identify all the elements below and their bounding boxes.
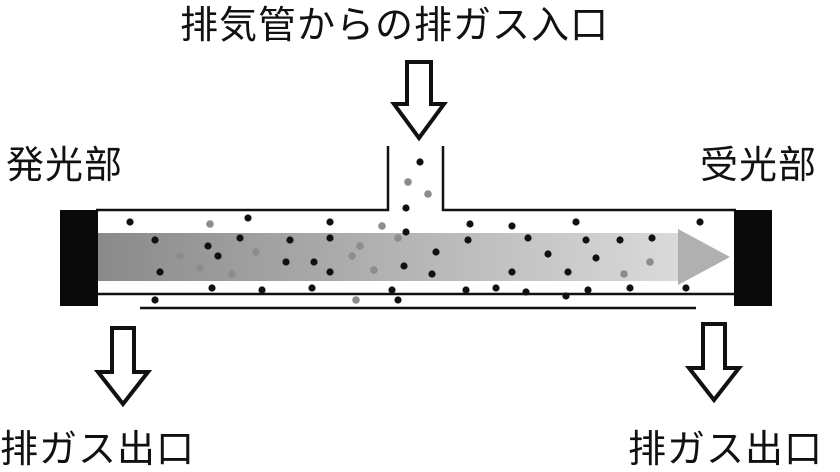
particle-dark [126,218,134,226]
particle-dark [326,268,334,276]
receiver-block [734,210,772,306]
particle-dark [388,286,396,294]
particle-dark [282,258,290,266]
particle-dark [466,220,474,228]
particle-gray [620,270,628,278]
soot-particles [126,158,704,304]
emitter-label: 発光部 [6,143,124,187]
particle-dark [416,158,424,166]
particle-dark [156,268,164,276]
particle-dark [616,236,624,244]
light-beam [98,229,730,285]
particle-dark [214,252,222,260]
particle-dark [236,234,244,242]
particle-dark [584,286,592,294]
particle-gray [394,234,402,242]
particle-dark [522,288,530,296]
particle-dark [400,262,408,270]
particle-dark [626,284,634,292]
particle-gray [378,222,386,230]
emitter-block [60,210,98,306]
particle-dark [524,234,532,242]
particle-dark [428,270,436,278]
particle-dark [544,250,552,258]
particle-gray [176,252,184,260]
exhaust-outlet-left-label: 排ガス出口 [0,427,196,471]
particle-dark [696,218,704,226]
particle-dark [592,254,600,262]
particle-dark [582,236,590,244]
particle-dark [244,214,252,222]
particle-dark [682,284,690,292]
exhaust-inlet-label: 排気管からの排ガス入口 [180,3,610,47]
particle-gray [348,252,356,260]
outlet-right-arrow-icon [684,322,744,404]
particle-dark [286,236,294,244]
particle-gray [206,220,214,228]
particle-dark [258,286,266,294]
particle-dark [326,234,334,242]
exhaust-outlet-right-label: 排ガス出口 [628,427,824,471]
inlet-arrow-icon [390,60,448,142]
particle-dark [310,258,318,266]
particle-dark [308,284,316,292]
particle-dark [508,222,516,230]
particle-gray [352,296,360,304]
particle-gray [424,190,432,198]
particle-dark [394,296,402,304]
particle-gray [356,242,364,250]
measurement-chamber [96,146,736,310]
particle-dark [572,218,580,226]
particle-dark [432,248,440,256]
particle-gray [196,264,204,272]
particle-dark [492,284,500,292]
particle-dark [208,284,216,292]
particle-gray [646,258,654,266]
particle-gray [404,178,412,186]
particle-dark [402,204,410,212]
particle-dark [462,286,470,294]
particle-dark [564,268,572,276]
particle-dark [562,292,570,300]
particle-dark [151,236,159,244]
particle-dark [648,234,656,242]
particle-dark [151,296,159,304]
particle-dark [464,236,472,244]
particle-gray [228,270,236,278]
outlet-left-arrow-icon [93,326,153,408]
particle-dark [326,218,334,226]
particle-dark [204,242,212,250]
particle-dark [402,228,410,236]
particle-gray [370,266,378,274]
particle-gray [252,248,260,256]
particle-dark [508,268,516,276]
receiver-label: 受光部 [700,143,818,187]
